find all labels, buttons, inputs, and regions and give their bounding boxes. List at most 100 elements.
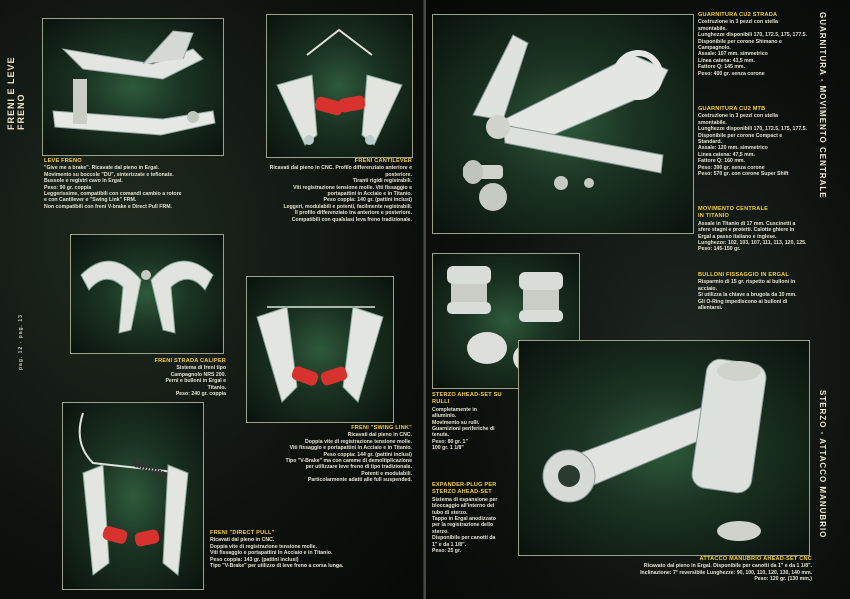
- freni-direct-line: Ricavati dal pieno in CNC.: [210, 537, 275, 544]
- bulloni-line: Si utilizza la chiave a brugola da 10 mm…: [698, 292, 797, 299]
- leve-freno-text: LEVE FRENO "Give me a brake". Ricavate d…: [44, 158, 234, 210]
- guarnitura-mtb-line: Linea catena: 47,5 mm.: [698, 151, 755, 158]
- freni-swing-heading: FRENI "SWING LINK": [351, 425, 412, 431]
- attacco-line: Ricavato dal pieno in Ergal. Disponibile…: [643, 563, 812, 570]
- leve-freno-line: Bussole e registri cavo in Ergal.: [44, 178, 123, 185]
- freni-direct-heading: FRENI "DIRECT PULL": [210, 530, 275, 536]
- movimento-line: Assale in Titanio di 17 mm. Cuscinetti a: [698, 220, 796, 227]
- guarnitura-strada-line: smontabile.: [698, 25, 727, 32]
- expander-line: 1" e da 1 1/8".: [432, 541, 467, 548]
- freni-cantilever-line: Viti registrazione tensione molle. Viti …: [293, 184, 412, 191]
- right-vertical-title-top: GUARNITURA - MOVIMENTO CENTRALE: [818, 12, 827, 199]
- movimento-text: MOVIMENTO CENTRALE IN TITANIO Assale in …: [698, 206, 818, 253]
- cantilever-photo: [266, 14, 413, 158]
- guarnitura-mtb-line: smontabile.: [698, 119, 727, 126]
- freni-cantilever-line: Ricavati dal pieno in CNC. Profilo diffe…: [269, 165, 412, 172]
- right-page: GUARNITURA CU2 STRADA Costruzione in 3 p…: [426, 0, 850, 599]
- guarnitura-mtb-line: Peso: 570 gr. con corone Super Shift: [698, 171, 789, 178]
- movimento-line: Peso: 145-150 gr.: [698, 246, 741, 253]
- sterzo-heading: STERZO AHEAD-SET SU: [432, 392, 502, 398]
- expander-line: Sistema di espansione per: [432, 496, 498, 503]
- guarnitura-mtb-heading: GUARNITURA CU2 MTB: [698, 106, 766, 112]
- freni-swing-line: Potenti e modulabili.: [361, 470, 412, 477]
- guarnitura-strada-line: Disponibile per corone Shimano e: [698, 38, 782, 45]
- freni-swing-line: Doppia vite di registrazione tensione mo…: [305, 438, 412, 445]
- guarnitura-mtb-line: Disponibile per corone Compact e: [698, 132, 783, 139]
- expander-line: Disponibile per canotti da: [432, 535, 496, 542]
- leve-freno-line: "Give me a brake". Ricavate dal pieno in…: [44, 165, 160, 172]
- freni-direct-text: FRENI "DIRECT PULL" Ricavati dal pieno i…: [210, 530, 400, 569]
- movimento-line: Lunghezze: 102, 103, 107, 111, 113, 120,…: [698, 240, 807, 247]
- attacco-text: ATTACCO MANUBRIO AHEAD-SET CNC Ricavato …: [576, 556, 812, 583]
- guarnitura-strada-line: Lunghezze disponibili 170, 172.5, 175, 1…: [698, 32, 807, 39]
- freni-strada-text: FRENI STRADA CALIPER Sistema di freni ti…: [150, 358, 226, 397]
- guarnitura-strada-line: Assale: 107 mm. simmetrico: [698, 51, 768, 58]
- freni-swing-line: Tipo "V-Brake" ma con camme di demoltipl…: [285, 458, 412, 465]
- bulloni-line: Risparmio di 15 gr. rispetto ai bulloni …: [698, 279, 796, 286]
- attacco-heading: ATTACCO MANUBRIO AHEAD-SET CNC: [699, 556, 812, 562]
- expander-line: per la registrazione dello: [432, 522, 494, 529]
- attacco-line: Peso: 120 gr. (130 mm.): [754, 576, 812, 583]
- movimento-line: sfere stagni e protetti. Calotte ghiere …: [698, 227, 795, 234]
- crankset-illustration: [463, 34, 669, 211]
- guarnitura-strada-line: Linea catena: 43,5 mm.: [698, 57, 755, 64]
- leve-freno-line: Non compatibili con freni V-brake e Dire…: [44, 203, 172, 210]
- guarnitura-strada-text: GUARNITURA CU2 STRADA Costruzione in 3 p…: [698, 12, 818, 77]
- expander-heading: EXPANDER-PLUG PER: [432, 482, 497, 488]
- brake-lever-photo: [42, 18, 224, 156]
- bulloni-line: allentarsi.: [698, 305, 723, 312]
- movimento-heading-2: IN TITANIO: [698, 213, 730, 220]
- sterzo-line: alluminio.: [432, 413, 457, 420]
- swing-link-photo: [246, 276, 394, 423]
- freni-swing-line: Peso coppia: 144 gr. (pattini inclusi): [323, 451, 413, 458]
- guarnitura-strada-line: Campagnolo.: [698, 45, 731, 52]
- leve-freno-line: Leggerissime, compatibili con comandi ca…: [44, 191, 182, 198]
- guarnitura-mtb-line: Fattore Q: 160 mm.: [698, 158, 745, 165]
- cantilever-illustration: [276, 28, 403, 146]
- expander-line: Tappo in Ergal anodizzato: [432, 516, 496, 523]
- sterzo-line: Completamente in: [432, 406, 477, 413]
- guarnitura-mtb-line: Peso: 390 gr. senza corone: [698, 164, 765, 171]
- freni-direct-line: Doppia vite di registrazione tensione mo…: [210, 543, 317, 550]
- guarnitura-strada-line: Peso: 400 gr. senza corone: [698, 70, 765, 77]
- freni-cantilever-line: Tiranti rigidi registrabili.: [352, 178, 412, 185]
- freni-cantilever-line: Leggeri, modulabili e potenti, facilment…: [283, 203, 412, 210]
- freni-direct-line: Viti fissaggio e portapattini in Acciaio…: [210, 550, 333, 557]
- brake-lever-illustration: [52, 30, 216, 136]
- freni-cantilever-text: FRENI CANTILEVER Ricavati dal pieno in C…: [236, 158, 412, 223]
- center-gutter: [423, 0, 427, 599]
- freni-cantilever-line: portapattini in Acciaio e in Titanio.: [327, 191, 412, 198]
- bulloni-line: acciaio.: [698, 285, 718, 292]
- guarnitura-strada-heading: GUARNITURA CU2 STRADA: [698, 12, 778, 18]
- page-number: pag. 12 - pag. 13: [18, 314, 24, 370]
- movimento-line: Ergal a passo italiano e inglese.: [698, 233, 777, 240]
- caliper-photo: [70, 234, 224, 354]
- bulloni-line: Gli O-Ring impediscono ai bulloni di: [698, 298, 788, 305]
- stem-illustration: [542, 358, 767, 541]
- freni-cantilever-line: posteriore.: [385, 171, 412, 178]
- guarnitura-mtb-line: Costruzione in 3 pezzi con stella: [698, 113, 778, 120]
- swing-link-illustration: [256, 306, 384, 403]
- freni-swing-line: per utilizzare leve freno di tipo tradiz…: [305, 464, 412, 471]
- freni-swing-line: Particolarmente adatti alle full suspend…: [307, 477, 412, 484]
- direct-pull-illustration: [78, 412, 189, 576]
- freni-strada-line: Sistema di freni tipo Campagnolo NRS 200…: [170, 365, 226, 378]
- direct-pull-photo: [62, 402, 204, 590]
- movimento-heading: MOVIMENTO CENTRALE: [698, 206, 769, 212]
- leve-freno-heading: LEVE FRENO: [44, 158, 82, 164]
- sterzo-line: tenuta.: [432, 432, 450, 439]
- freni-cantilever-line: Il profilo differenziato tra anteriore e…: [294, 210, 412, 217]
- guarnitura-mtb-line: Lunghezze disponibili 170, 172.5, 175, 1…: [698, 126, 807, 133]
- guarnitura-strada-line: Fattore Q: 145 mm.: [698, 64, 745, 71]
- right-vertical-title-bottom: STERZO - ATTACCO MANUBRIO: [818, 390, 827, 539]
- freni-swing-line: Viti fissaggio e portapattini in Acciaio…: [289, 445, 412, 452]
- caliper-illustration: [80, 260, 214, 334]
- leve-freno-line: Peso: 90 gr. coppia: [44, 184, 92, 191]
- leve-freno-line: e con Cantilever e "Swing Link" FRM.: [44, 197, 137, 204]
- sterzo-line: 100 gr. 1 1/8": [432, 445, 464, 452]
- guarnitura-mtb-text: GUARNITURA CU2 MTB Costruzione in 3 pezz…: [698, 106, 818, 177]
- guarnitura-mtb-line: Assale: 120 mm. simmetrico: [698, 145, 768, 152]
- freni-cantilever-line: Peso coppia: 140 gr. (pattini inclusi): [323, 197, 413, 204]
- freni-cantilever-heading: FRENI CANTILEVER: [354, 158, 412, 164]
